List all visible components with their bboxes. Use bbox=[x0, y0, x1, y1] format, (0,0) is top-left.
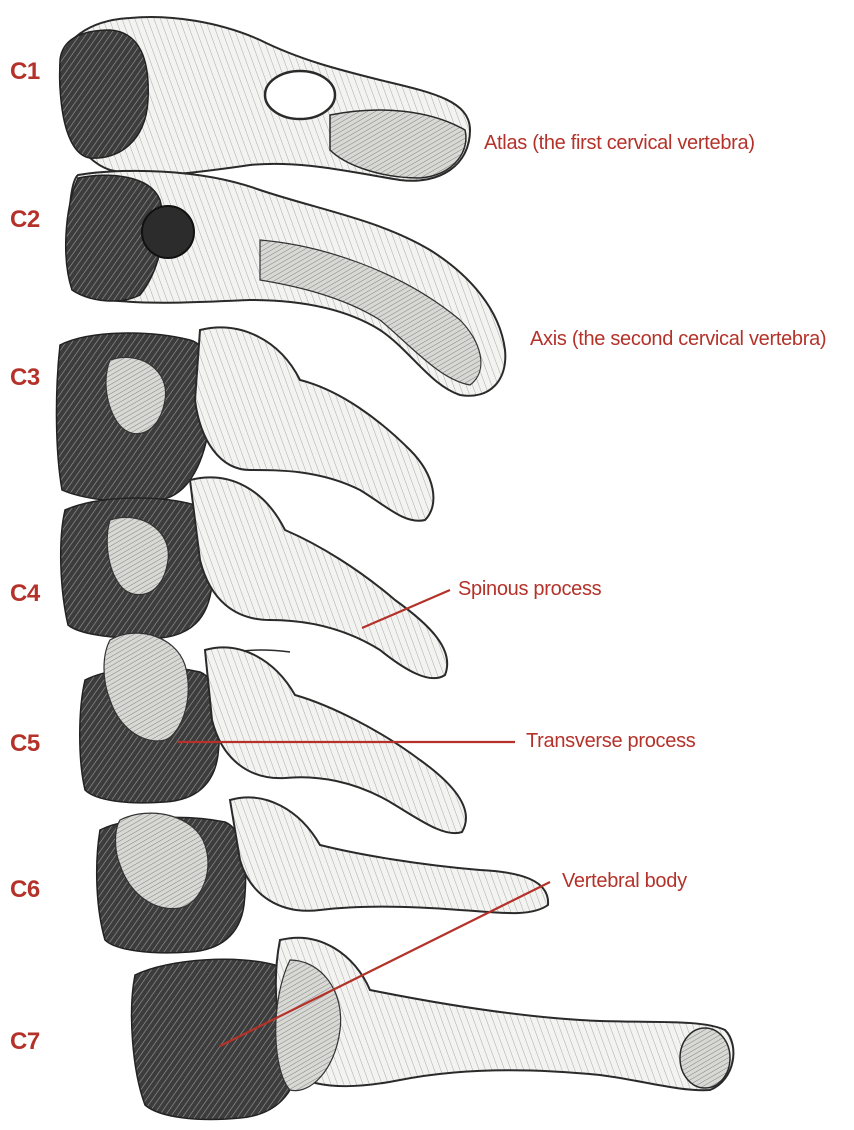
callout-atlas: Atlas (the first cervical vertebra) bbox=[484, 132, 755, 155]
c6-spinous-process bbox=[230, 797, 548, 913]
axis-foramen bbox=[142, 206, 194, 258]
c7-spine-tip bbox=[680, 1028, 730, 1088]
level-label-c6: C6 bbox=[10, 876, 40, 904]
callout-spinous-process: Spinous process bbox=[458, 578, 601, 601]
vertebra-c7 bbox=[132, 938, 734, 1120]
callout-transverse-process: Transverse process bbox=[526, 730, 695, 753]
level-label-c5: C5 bbox=[10, 730, 40, 758]
c7-spinous-process bbox=[276, 938, 734, 1090]
level-label-c3: C3 bbox=[10, 364, 40, 392]
level-label-c7: C7 bbox=[10, 1028, 40, 1056]
vertebra-c6 bbox=[97, 797, 548, 952]
atlas-lateral-mass bbox=[60, 30, 148, 158]
callout-vertebral-body: Vertebral body bbox=[562, 870, 687, 893]
vertebra-c1 bbox=[60, 17, 470, 181]
atlas-foramen bbox=[265, 71, 335, 119]
level-label-c2: C2 bbox=[10, 206, 40, 234]
level-label-c4: C4 bbox=[10, 580, 40, 608]
level-label-c1: C1 bbox=[10, 58, 40, 86]
callout-axis: Axis (the second cervical vertebra) bbox=[530, 328, 826, 351]
